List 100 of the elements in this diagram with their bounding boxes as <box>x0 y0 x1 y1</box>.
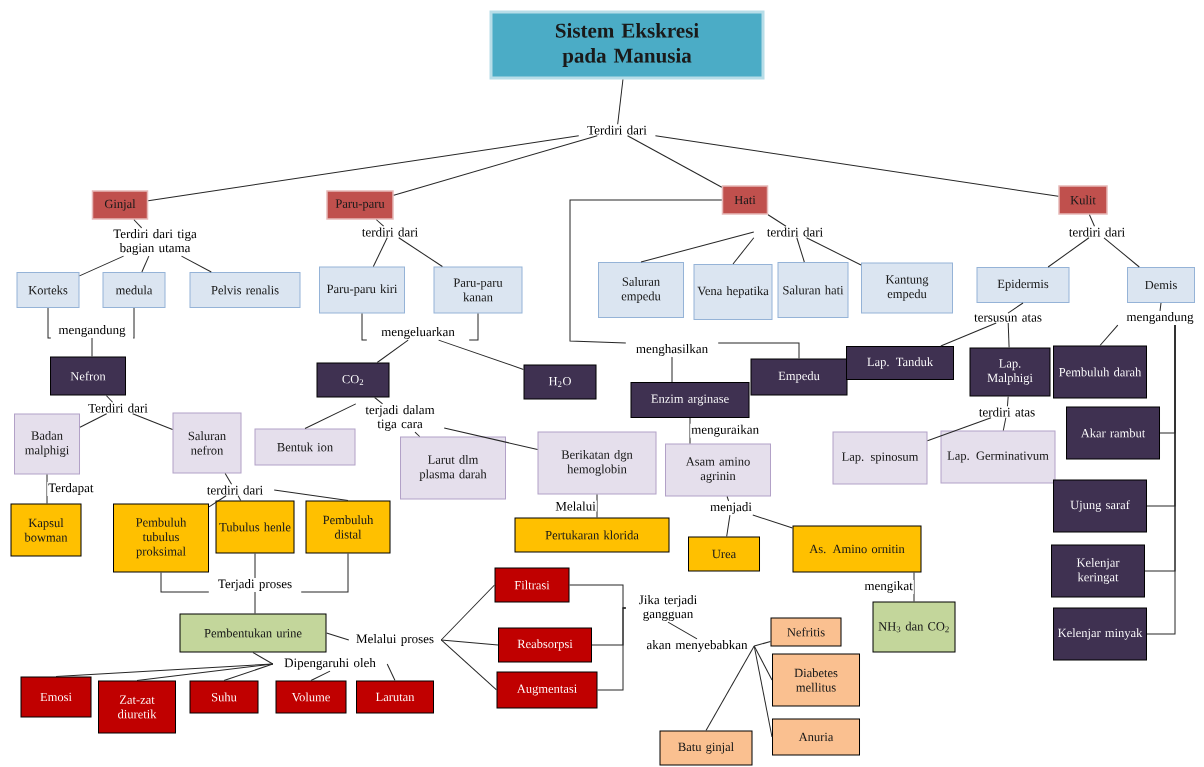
connector-line <box>596 494 598 518</box>
connector-line <box>732 237 755 265</box>
concept-box: Filtrasi <box>494 567 570 603</box>
concept-box: Diabetes mellitus <box>772 653 860 707</box>
concept-box: Anuria <box>772 718 860 756</box>
connector-line <box>569 584 627 609</box>
connector-line <box>806 237 862 266</box>
connector-line <box>91 337 93 357</box>
connector-line <box>569 199 723 344</box>
concept-box: CO$_{2}$ <box>316 362 390 398</box>
linking-phrase: terdiri dari <box>207 485 263 495</box>
connector-line <box>597 607 627 691</box>
concept-box: Pertukaran klorida <box>514 517 670 553</box>
connector-line <box>79 413 108 428</box>
concept-box: Paru-paru kanan <box>433 266 523 314</box>
connector-line <box>468 313 479 341</box>
connector-line <box>132 307 135 339</box>
connector-line <box>689 417 691 444</box>
concept-box: Nefritis <box>770 617 842 647</box>
connector-line <box>940 322 997 347</box>
edge-label: menguraikan <box>690 423 761 438</box>
connector-line <box>767 214 787 227</box>
linking-phrase: menjadi <box>710 502 752 514</box>
connector-line <box>438 339 524 370</box>
connector-line <box>180 255 212 273</box>
connector-line <box>1007 302 1024 314</box>
concept-box: Hati <box>721 185 769 215</box>
concept-box: H$_{2}$O <box>523 364 597 400</box>
linking-phrase: terdiri dari <box>1069 227 1125 237</box>
connector-line <box>796 237 805 263</box>
connector-line <box>640 231 755 263</box>
concept-box: Larutan <box>356 680 434 714</box>
connector-line <box>1099 324 1119 346</box>
connector-line <box>927 417 992 442</box>
connector-line <box>223 663 274 681</box>
concept-box: Paru-paru kiri <box>319 266 405 314</box>
connector-line <box>300 553 349 593</box>
connector-line <box>1088 214 1095 227</box>
connector-line <box>133 219 143 229</box>
concept-box: Bentuk ion <box>254 428 356 466</box>
connector-line <box>705 645 755 731</box>
connector-line <box>398 237 443 267</box>
connector-line <box>752 514 793 529</box>
edge-label: Terdapat <box>47 482 95 496</box>
connector-line <box>105 395 114 403</box>
connector-line <box>304 403 357 429</box>
concept-box: Nefron <box>50 356 126 396</box>
connector-line <box>913 572 915 602</box>
linking-phrase: Terdiri dari tiga bagian utama <box>113 229 197 255</box>
concept-box: Pembuluh darah <box>1053 345 1147 399</box>
connector-line <box>55 663 274 677</box>
linking-phrase: Dipengaruhi oleh <box>284 658 376 670</box>
connector-line <box>147 135 580 202</box>
connector-line <box>414 431 421 437</box>
linking-phrase: mengeluarkan <box>381 327 455 339</box>
connector-line <box>237 495 242 501</box>
connector-line <box>443 427 538 450</box>
concept-box: Paru-paru <box>326 190 394 220</box>
connector-line <box>374 397 384 405</box>
linking-phrase: mengandung <box>1126 312 1194 324</box>
concept-box: Lap. Tanduk <box>846 346 954 380</box>
concept-box: As. Amino ornitin <box>792 525 922 573</box>
connector-line <box>46 474 48 504</box>
connector-line <box>440 639 499 646</box>
linking-phrase: terdiri atas <box>979 407 1035 417</box>
concept-box: Saluran empedu <box>598 262 684 318</box>
concept-box: Enzim arginase <box>630 382 750 418</box>
concept-box: Kulit <box>1058 185 1108 215</box>
connector-line <box>79 255 125 277</box>
concept-box: Lap. spinosum <box>832 431 928 485</box>
concept-box: Pembuluh tubulus proksimal <box>113 503 209 573</box>
concept-box: Vena hepatika <box>693 264 773 320</box>
concept-box: NH$_{3}$ dan CO$_{2}$ <box>872 601 956 653</box>
concept-box: Pelvis renalis <box>189 272 301 308</box>
connector-line <box>375 219 385 227</box>
connector-line <box>386 663 396 681</box>
connector-line <box>753 641 771 647</box>
concept-box: Lap. Germinativum <box>940 430 1056 484</box>
connector-line <box>667 621 698 640</box>
concept-box: Ginjal <box>91 190 149 220</box>
concept-box: Korteks <box>16 272 80 308</box>
linking-phrase: mengandung <box>58 325 126 337</box>
connector-line <box>47 307 52 339</box>
connector-line <box>1007 322 1010 348</box>
concept-box: medula <box>102 272 166 308</box>
connector-line <box>254 553 256 579</box>
linking-phrase: Melalui proses <box>356 634 434 646</box>
concept-box: Epidermis <box>976 267 1070 303</box>
connector-line <box>440 584 495 641</box>
connector-line <box>393 135 598 196</box>
connector-line <box>753 645 773 681</box>
concept-box: Kapsul bowman <box>10 503 82 557</box>
concept-box: Kantung empedu <box>861 262 953 314</box>
linking-phrase: akan menyebabkan <box>646 640 748 652</box>
connector-line <box>617 79 624 125</box>
concept-box: Ujung saraf <box>1053 479 1147 533</box>
connector-line <box>717 342 800 359</box>
concept-box: Urea <box>688 536 760 572</box>
linking-phrase: menghasilkan <box>636 344 708 356</box>
concept-box: Demis <box>1127 267 1195 303</box>
